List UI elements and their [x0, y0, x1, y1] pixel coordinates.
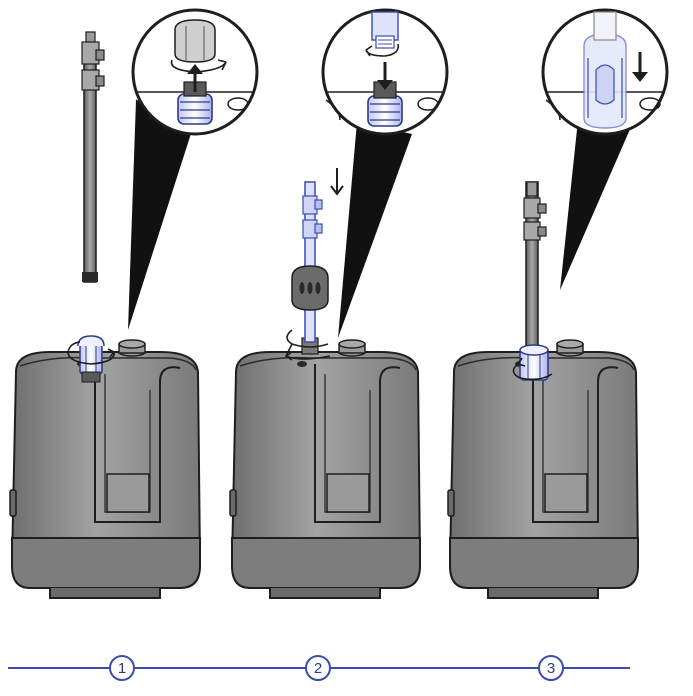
down-arrow-icon	[632, 52, 648, 82]
down-arrow-icon	[330, 168, 344, 196]
tank-1	[9, 335, 201, 599]
cap-blue-icon	[77, 335, 105, 383]
step-marker-2: 2	[305, 655, 331, 681]
step-marker-1: 1	[109, 655, 135, 681]
step-number: 3	[547, 660, 555, 677]
cap-blue-icon	[519, 344, 549, 381]
rotate-arrow-icon	[67, 341, 115, 365]
magnifier-2	[321, 8, 449, 136]
step-timeline: 1 2 3	[8, 655, 630, 681]
down-arrow-icon	[377, 62, 393, 90]
callout-wedges	[128, 100, 634, 338]
rotate-arrow-icon	[512, 357, 553, 381]
dip-tube-1	[81, 31, 105, 283]
rotate-arrow-icon	[284, 329, 331, 361]
rotate-arrow-icon	[365, 43, 400, 57]
tank-2	[229, 337, 421, 599]
step-number: 2	[314, 660, 322, 677]
rotate-arrow-icon	[170, 59, 227, 73]
nut-dark-icon	[291, 265, 329, 311]
dip-tube-3	[512, 181, 553, 381]
dip-tube-2	[284, 168, 344, 361]
step-number: 1	[118, 660, 126, 677]
magnifier-1	[131, 8, 259, 136]
magnifier-3	[541, 8, 669, 136]
step-marker-3: 3	[538, 655, 564, 681]
